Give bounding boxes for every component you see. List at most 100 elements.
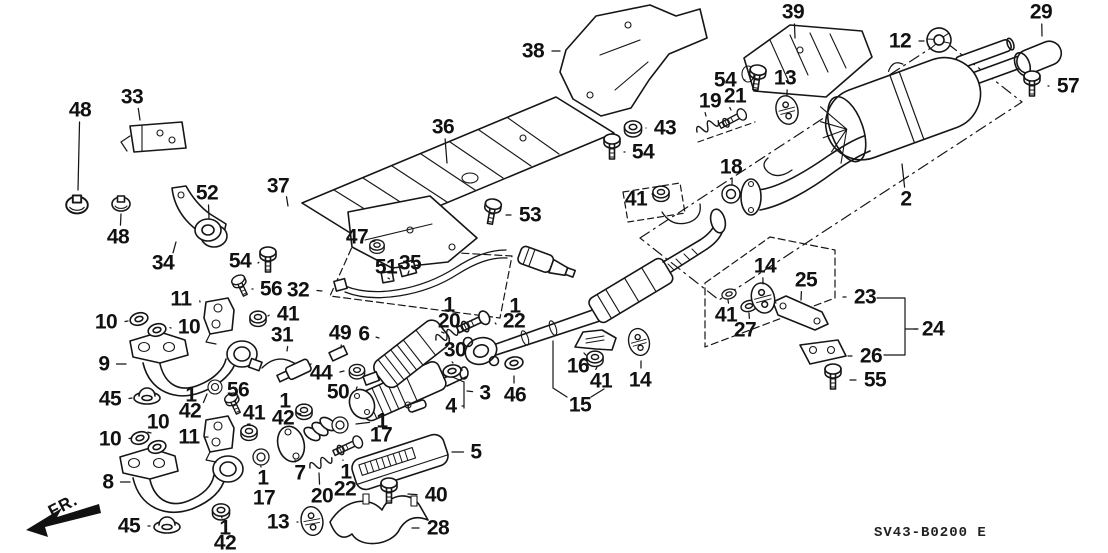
oxygen-sensor-harness-32 [333, 245, 576, 299]
part-callout-56: 56 [259, 277, 283, 301]
part-callout-26: 26 [859, 344, 883, 368]
part-callout-55: 55 [863, 368, 887, 392]
gasket-18 [721, 184, 741, 204]
nut-42-right [295, 403, 313, 421]
mounting-rubber-12 [926, 27, 952, 53]
part-callout-25: 25 [794, 268, 818, 292]
part-callout-22: 22 [333, 477, 357, 501]
part-callout-50: 50 [326, 380, 350, 404]
part-callout-10: 10 [98, 427, 122, 451]
part-callout-38: 38 [521, 39, 545, 63]
part-callout-12: 12 [888, 29, 912, 53]
hanger-rubber-14-center [624, 325, 654, 359]
part-callout-41: 41 [714, 303, 738, 327]
bolt-54-left [259, 246, 277, 273]
bolt-55 [824, 363, 842, 390]
muffler-drawing [740, 37, 1028, 216]
install-dashes [697, 121, 756, 143]
pipe-bracket-11-lower [203, 415, 235, 463]
part-callout-52: 52 [195, 181, 219, 205]
bolt-56-upper [229, 272, 253, 299]
part-callout-48: 48 [68, 98, 92, 122]
spring-20-lower [307, 452, 335, 473]
part-callout-27: 27 [733, 318, 757, 342]
hanger-bracket-16 [574, 329, 617, 351]
rubber-52 [194, 218, 228, 248]
spring-19 [694, 115, 722, 137]
bracket-25-dashed-box [704, 236, 836, 348]
converter-cover-6 [373, 319, 451, 389]
clip-50 [362, 371, 381, 386]
nut-41-center [586, 350, 604, 368]
part-callout-4: 4 [445, 394, 457, 418]
part-callout-11: 11 [170, 287, 192, 311]
part-callout-30: 30 [443, 338, 467, 362]
nut-41-upper-left [249, 310, 267, 328]
part-callout-1: 1 [185, 383, 197, 407]
part-callout-11: 11 [178, 425, 200, 449]
part-callout-32: 32 [286, 278, 310, 302]
o2-sensor-dashed-box [329, 246, 513, 319]
part-callout-57: 57 [1056, 74, 1080, 98]
part-callout-6: 6 [358, 322, 370, 346]
hanger-bracket-25 [767, 295, 829, 331]
part-callout-10: 10 [177, 315, 201, 339]
gasket-1-42 [207, 379, 223, 395]
part-callout-2: 2 [900, 187, 912, 211]
part-callout-42: 42 [213, 531, 237, 553]
pipe-bracket-11-upper [203, 297, 235, 345]
part-callout-54: 54 [228, 249, 252, 273]
part-callout-8: 8 [102, 470, 114, 494]
part-callout-40: 40 [424, 483, 448, 507]
washer-46 [503, 354, 525, 372]
catalytic-converter-drawing [348, 361, 469, 422]
part-callout-1: 1 [279, 389, 291, 413]
part-callout-28: 28 [426, 516, 450, 540]
part-callout-20: 20 [437, 309, 461, 333]
part-callout-1: 1 [340, 460, 352, 484]
part-callout-44: 44 [309, 361, 333, 385]
bracket-line-23-24-26 [876, 297, 919, 356]
exhaust-joint-7 [276, 416, 337, 463]
part-callout-49: 49 [328, 321, 352, 345]
gasket-17-lower [252, 448, 270, 466]
exhaust-pipe-b-drawing [462, 203, 727, 367]
part-callout-9: 9 [98, 352, 110, 376]
hanger-rubber-13-lower [298, 504, 326, 538]
part-callout-24: 24 [921, 317, 945, 341]
part-callout-45: 45 [117, 514, 141, 538]
part-callout-36: 36 [431, 115, 455, 139]
part-callout-17: 17 [252, 486, 276, 510]
part-callout-41: 41 [624, 187, 648, 211]
part-callout-47: 47 [345, 225, 369, 249]
nut-41-dashed-box [622, 182, 686, 223]
bolt-21 [716, 106, 749, 132]
part-callout-1: 1 [376, 409, 388, 433]
part-callout-1: 1 [443, 293, 455, 317]
part-callout-1: 1 [509, 294, 521, 318]
part-callout-43: 43 [653, 116, 677, 140]
floor-heat-shield-36 [301, 96, 615, 240]
front-pipe-a-drawing [129, 331, 258, 397]
grommet-48-upper [65, 194, 89, 215]
front-pipe-b-drawing [119, 447, 244, 513]
part-callout-7: 7 [294, 461, 306, 485]
gasket-17-upper [331, 416, 349, 434]
part-callout-34: 34 [151, 251, 175, 275]
hanger-rubber-13-upper [772, 92, 802, 128]
part-callout-14: 14 [628, 368, 652, 392]
washer-10-a [127, 310, 151, 328]
part-callout-22: 22 [502, 309, 526, 333]
oxygen-sensor-31 [247, 357, 312, 383]
part-callout-16: 16 [566, 354, 590, 378]
bolt-53 [481, 197, 503, 227]
part-callout-39: 39 [781, 0, 805, 24]
mount-rubber-45-upper [133, 387, 161, 405]
part-callout-33: 33 [120, 85, 144, 109]
nut-41-box [652, 185, 670, 203]
diagram-code: SV43-B0200 E [874, 525, 987, 541]
part-callout-21: 21 [723, 84, 747, 108]
part-callout-18: 18 [719, 155, 743, 179]
stay-bracket-33 [120, 121, 187, 153]
